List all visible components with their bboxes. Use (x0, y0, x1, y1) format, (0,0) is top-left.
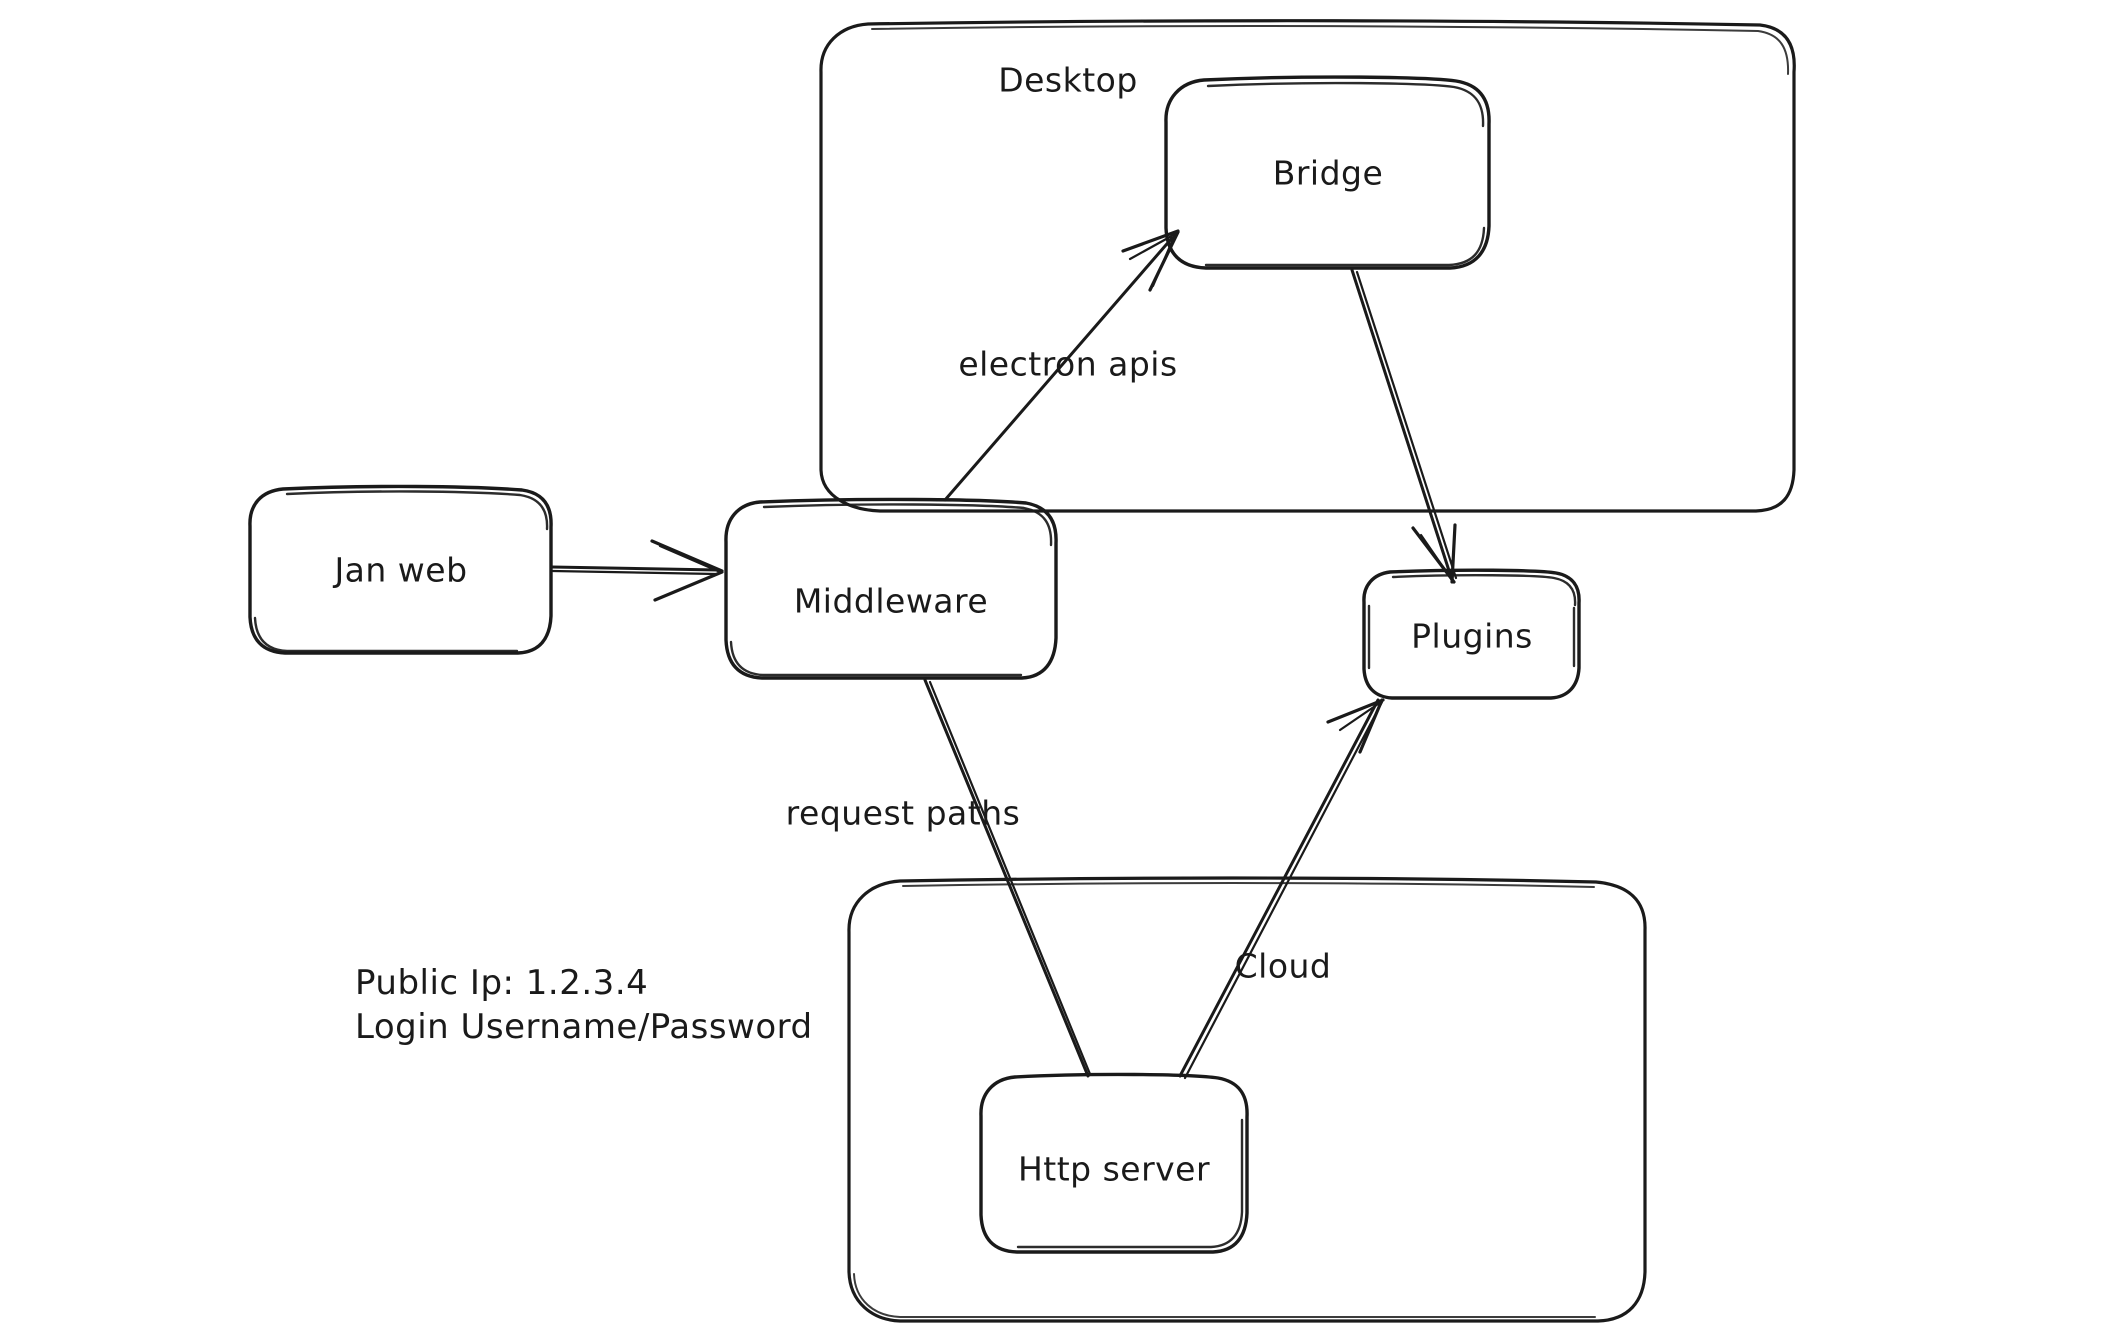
node-bridge-outline (1164, 75, 1491, 270)
edge-janweb-to-middleware (550, 539, 724, 602)
node-label-plugins[interactable]: Plugins (1411, 616, 1533, 656)
node-label-middleware[interactable]: Middleware (793, 581, 989, 621)
node-plugins-outline (1362, 568, 1581, 700)
edge-label-electron-apis: electron apis (958, 344, 1178, 384)
notes-block: Public Ip: 1.2.3.4 Login Username/Passwo… (355, 962, 813, 1049)
node-label-bridge[interactable]: Bridge (1272, 153, 1384, 193)
edge-middleware-to-http (923, 678, 1092, 1078)
container-cloud-outline (847, 876, 1647, 1323)
note-login: Login Username/Password (355, 1006, 813, 1047)
node-label-jan-web[interactable]: Jan web (334, 550, 468, 590)
node-label-http-server[interactable]: Http server (1017, 1149, 1211, 1189)
edge-http-to-plugins (1178, 698, 1385, 1080)
edge-label-request-paths: request paths (785, 793, 1021, 833)
edge-middleware-to-bridge (943, 229, 1180, 502)
node-http-server-outline (979, 1072, 1249, 1254)
edge-bridge-to-plugins (1350, 268, 1458, 584)
edge-label-cloud: Cloud (1234, 946, 1332, 986)
container-desktop-outline (819, 19, 1796, 513)
container-label-desktop: Desktop (998, 60, 1138, 100)
node-middleware-outline (724, 497, 1058, 680)
node-jan-web-outline (248, 484, 553, 655)
note-public-ip: Public Ip: 1.2.3.4 (355, 963, 649, 1003)
